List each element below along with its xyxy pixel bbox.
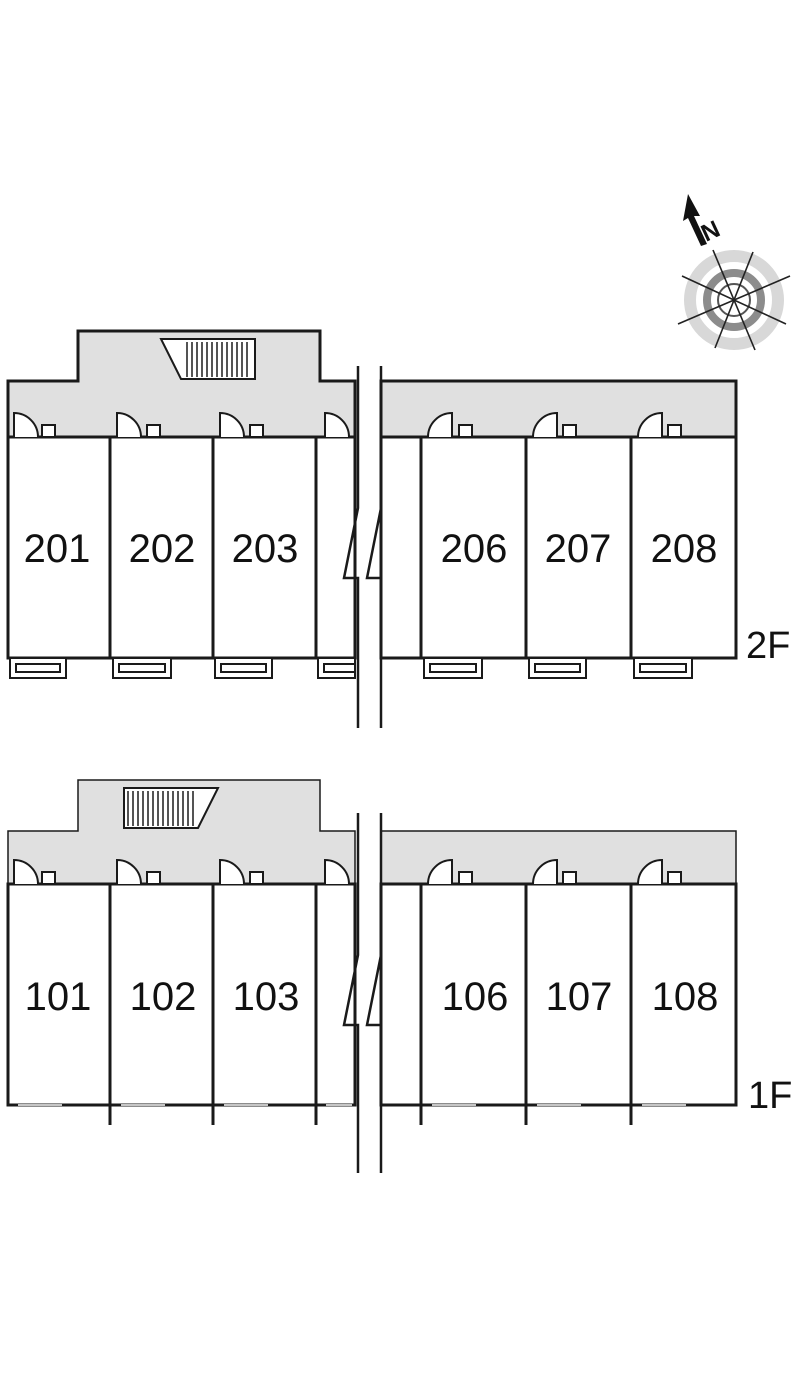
compass-icon: N	[677, 194, 791, 351]
unit-207-label: 207	[545, 527, 612, 571]
door-icons-2f	[13, 411, 682, 438]
staircase-1f	[123, 787, 220, 829]
unit-101-label: 101	[25, 975, 92, 1019]
unit-201-label: 201	[24, 527, 91, 571]
floor-1f-plan: 101 102 103 106 107 108 1F	[6, 779, 792, 1173]
corridor-1f-left	[7, 779, 356, 885]
floor-2f-label: 2F	[746, 625, 790, 667]
unit-102-label: 102	[130, 975, 197, 1019]
unit-208-label: 208	[651, 527, 718, 571]
break-symbol-1f	[342, 813, 383, 1173]
unit-206-label: 206	[441, 527, 508, 571]
unit-106-label: 106	[442, 975, 509, 1019]
unit-103-label: 103	[233, 975, 300, 1019]
floor-2f-plan: 201 202 203 206 207 208 2F	[6, 329, 790, 728]
corridor-2f-left	[6, 329, 357, 439]
unit-108-label: 108	[652, 975, 719, 1019]
door-icons-1f	[13, 858, 682, 885]
unit-107-label: 107	[546, 975, 613, 1019]
staircase-2f	[159, 338, 256, 380]
floor-1f-label: 1F	[748, 1075, 792, 1117]
unit-202-label: 202	[129, 527, 196, 571]
break-symbol-2f	[342, 366, 383, 728]
unit-203-label: 203	[232, 527, 299, 571]
